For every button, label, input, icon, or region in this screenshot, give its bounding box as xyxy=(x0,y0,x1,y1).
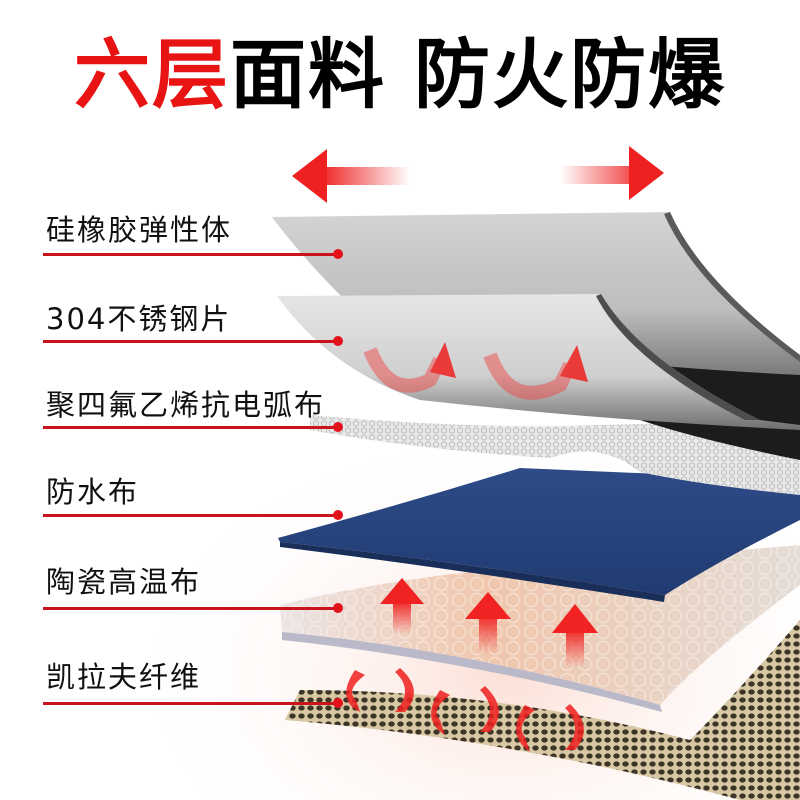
heat-curve-arrow-icon xyxy=(363,342,588,400)
layer-label-silicone: 硅橡胶弹性体 xyxy=(46,213,233,247)
leader-dot-silicone xyxy=(333,249,343,259)
page-title: 六层面料防火防爆 xyxy=(0,30,800,120)
stretch-arrow-right-icon xyxy=(560,146,664,200)
leader-line-kevlar xyxy=(43,702,338,705)
layer-label-steel: 304不锈钢片 xyxy=(46,302,232,336)
kevlar-layer xyxy=(285,620,800,800)
leader-dot-waterproof xyxy=(333,510,343,520)
heat-swirl-arrow-icon xyxy=(346,668,584,752)
leader-line-silicone xyxy=(43,253,338,256)
leader-dot-ceramic xyxy=(333,603,343,613)
title-highlight: 六层 xyxy=(74,30,230,119)
layer-label-kevlar: 凯拉夫纤维 xyxy=(46,660,202,694)
layer-label-waterproof: 防水布 xyxy=(46,475,140,509)
layer-label-ptfe: 聚四氟乙烯抗电弧布 xyxy=(46,388,326,422)
leader-dot-steel xyxy=(333,336,343,346)
silicone-layer xyxy=(272,212,800,375)
leader-dot-ptfe xyxy=(333,422,343,432)
steel-layer xyxy=(277,294,800,430)
title-part1: 面料 xyxy=(230,30,386,119)
leader-line-ceramic xyxy=(43,607,338,610)
heat-up-arrow-icon xyxy=(380,578,598,668)
waterproof-layer xyxy=(278,468,800,595)
leader-line-steel xyxy=(43,340,338,343)
leader-line-waterproof xyxy=(43,514,338,517)
title-part2: 防火防爆 xyxy=(414,30,726,119)
leader-dot-kevlar xyxy=(333,698,343,708)
layer-label-ceramic: 陶瓷高温布 xyxy=(46,565,202,599)
leader-line-ptfe xyxy=(43,426,338,429)
stretch-arrow-left-icon xyxy=(292,149,410,203)
